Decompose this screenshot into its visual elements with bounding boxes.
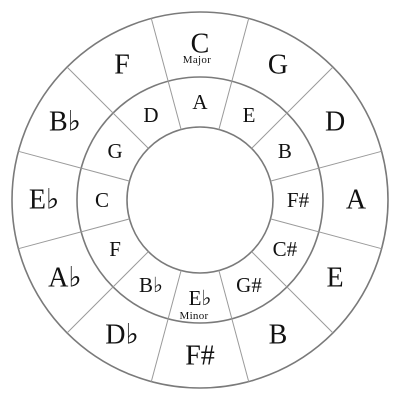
sector-divider <box>251 66 334 149</box>
sector-divider <box>66 251 149 334</box>
minor-key-labels: A EB F# C# G# E♭ B♭ F C GD <box>95 90 310 310</box>
minor-key-label: C# <box>273 237 298 261</box>
minor-key-label: E <box>243 103 256 127</box>
major-key-label: D♭ <box>105 320 138 351</box>
major-key-label: E <box>327 263 344 294</box>
middle-circle <box>76 76 324 324</box>
major-key-label: A <box>346 185 367 216</box>
major-key-label: F <box>114 49 130 80</box>
minor-key-label: G <box>108 139 123 163</box>
minor-key-label: E♭ <box>189 286 212 310</box>
sector-divider <box>18 218 130 250</box>
major-key-label: A♭ <box>48 263 81 294</box>
major-key-label: D <box>325 107 345 138</box>
sector-divider <box>218 18 250 130</box>
major-key-label: F# <box>185 341 215 372</box>
major-key-label: E♭ <box>29 185 59 216</box>
sector-divider <box>150 270 182 382</box>
sector-divider <box>251 251 334 334</box>
minor-key-label: F <box>109 237 121 261</box>
minor-mode-label: Minor <box>180 310 209 322</box>
minor-key-label: B <box>278 139 292 163</box>
major-key-label: G <box>268 49 288 80</box>
sector-dividers <box>18 18 382 382</box>
center-circle <box>126 126 274 274</box>
outer-circle <box>11 11 389 389</box>
minor-key-label: F# <box>287 188 310 212</box>
minor-key-label: G# <box>236 273 262 297</box>
sector-divider <box>270 150 382 182</box>
major-key-label: B <box>269 320 288 351</box>
minor-key-label: A <box>192 90 208 114</box>
major-key-label: B♭ <box>49 107 81 138</box>
sector-divider <box>18 150 130 182</box>
minor-key-label: B♭ <box>139 273 163 297</box>
sector-divider <box>66 66 149 149</box>
minor-key-label: C <box>95 188 109 212</box>
sector-divider <box>150 18 182 130</box>
major-key-label: C <box>191 29 210 60</box>
sector-divider <box>218 270 250 382</box>
major-mode-label: Major <box>183 54 211 66</box>
minor-key-label: D <box>143 103 158 127</box>
sector-divider <box>270 218 382 250</box>
